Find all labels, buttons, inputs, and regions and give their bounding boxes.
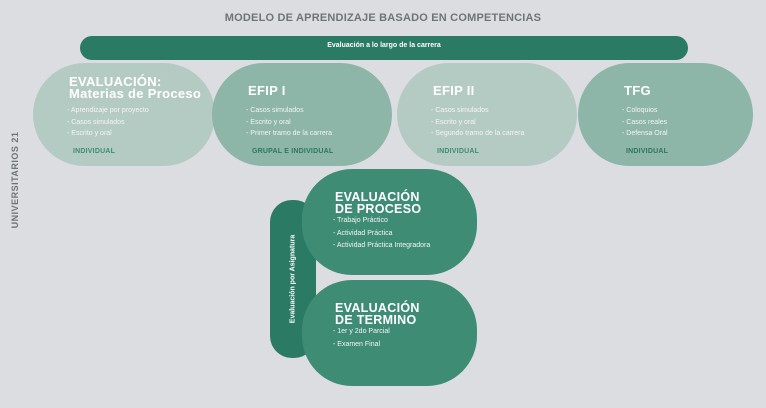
side-label: UNIVERSITARIOS 21 bbox=[5, 132, 25, 229]
card-item: - Trabajo Práctico bbox=[333, 217, 388, 224]
card-item: - Casos reales bbox=[622, 118, 668, 126]
card-items: - Casos simulados - Escrito y oral - Seg… bbox=[431, 105, 524, 140]
card-tfg: TFG - Coloquios - Casos reales - Defensa… bbox=[578, 63, 753, 166]
card-tag: INDIVIDUAL bbox=[626, 148, 669, 155]
card-title: EVALUACIÓN: Materias de Proceso bbox=[69, 74, 202, 101]
card-efip-2: EFIP II - Casos simulados - Escrito y or… bbox=[397, 63, 577, 166]
card-items: - Trabajo Práctico - Actividad Práctica … bbox=[333, 215, 430, 253]
card-item: - Escrito y oral bbox=[431, 118, 476, 126]
career-evaluation-label: Evaluación a lo largo de la carrera bbox=[327, 42, 441, 49]
final-evaluation-card: EVALUACIÓN DE TERMINO - 1er y 2do Parcia… bbox=[302, 280, 477, 386]
card-item: - Examen Final bbox=[333, 340, 381, 348]
card-title-line2: DE PROCESO bbox=[335, 202, 422, 216]
card-items: - Coloquios - Casos reales - Defensa Ora… bbox=[622, 105, 668, 140]
card-items: - 1er y 2do Parcial - Examen Final bbox=[333, 326, 390, 351]
career-evaluation-bar: Evaluación a lo largo de la carrera bbox=[80, 36, 688, 60]
card-item: - Casos simulados bbox=[246, 107, 304, 114]
card-item: - Segundo tramo de la carrera bbox=[431, 130, 525, 137]
card-item: - Coloquios bbox=[622, 107, 658, 114]
subject-evaluation-label: Evaluación por Asignatura bbox=[289, 234, 297, 324]
card-tag: INDIVIDUAL bbox=[73, 148, 116, 155]
card-item: - Actividad Práctica bbox=[333, 229, 393, 237]
card-item: - Aprendizaje por proyecto bbox=[67, 107, 149, 114]
card-title-line1: TFG bbox=[624, 83, 651, 98]
card-item: - Defensa Oral bbox=[622, 130, 668, 137]
card-title-line2: Materias de Proceso bbox=[69, 86, 202, 101]
card-tag: GRUPAL E INDIVIDUAL bbox=[252, 148, 334, 155]
card-title: EVALUACIÓN DE PROCESO bbox=[335, 190, 422, 216]
card-title: EFIP II bbox=[433, 83, 475, 98]
diagram-title: MODELO DE APRENDIZAJE BASADO EN COMPETEN… bbox=[224, 12, 542, 24]
card-efip-1: EFIP I - Casos simulados - Escrito y ora… bbox=[212, 63, 392, 166]
card-item: - Escrito y oral bbox=[67, 130, 112, 137]
card-title-line1: EVALUACIÓN: bbox=[69, 74, 162, 89]
card-item: - Actividad Práctica Integradora bbox=[333, 242, 431, 249]
card-title: TFG bbox=[624, 83, 651, 98]
card-title-line1: EFIP I bbox=[248, 83, 286, 98]
card-title-line1: EFIP II bbox=[433, 83, 475, 98]
card-items: - Aprendizaje por proyecto - Casos simul… bbox=[67, 105, 149, 140]
card-title: EVALUACIÓN DE TERMINO bbox=[335, 301, 420, 327]
card-item: - Casos simulados bbox=[67, 118, 125, 126]
card-title-line1: EVALUACIÓN bbox=[335, 301, 420, 315]
card-title: EFIP I bbox=[248, 83, 286, 98]
process-evaluation-card: EVALUACIÓN DE PROCESO - Trabajo Práctico… bbox=[302, 169, 477, 275]
card-tag: INDIVIDUAL bbox=[437, 148, 480, 155]
card-items: - Casos simulados - Escrito y oral - Pri… bbox=[246, 105, 332, 140]
side-label-text: UNIVERSITARIOS 21 bbox=[10, 131, 20, 229]
card-item: - Primer tramo de la carrera bbox=[246, 130, 332, 137]
card-title-line2: DE TERMINO bbox=[335, 313, 417, 327]
card-item: - 1er y 2do Parcial bbox=[333, 328, 390, 335]
card-item: - Casos simulados bbox=[431, 107, 489, 114]
card-title-line1: EVALUACIÓN bbox=[335, 190, 420, 204]
card-materias-de-proceso: EVALUACIÓN: Materias de Proceso - Aprend… bbox=[33, 63, 215, 166]
card-item: - Escrito y oral bbox=[246, 118, 291, 126]
